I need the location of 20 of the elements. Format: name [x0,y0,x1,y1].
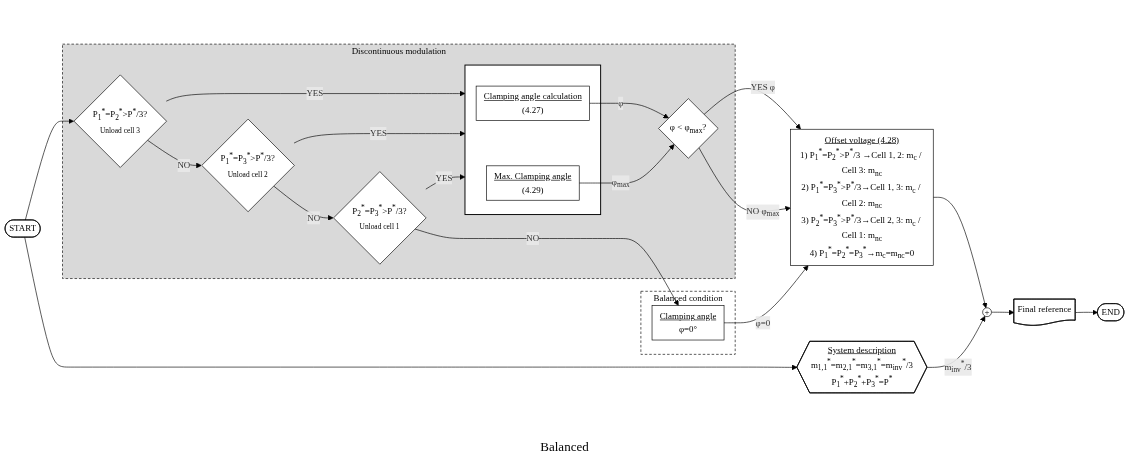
edge-label: NO [307,213,321,223]
node-circle: + [982,307,992,317]
node-box: Clamping angle φ=0° [651,305,725,341]
edge-label: YES [370,128,387,139]
edge-label: φ [618,98,624,109]
edge-label: YES [306,88,324,99]
edge-label: φ$_{max}$ [611,177,630,190]
node-box: Max. Clamping angle (4.29) [486,165,580,201]
edge-label: YES φ [750,82,775,92]
edge-label: NO φ$_{max}$ [746,206,780,219]
edge-label: NO [526,233,540,244]
node-diamond: φ < φ$_{max}$? [658,98,719,159]
edge-label: φ=0 [755,318,771,328]
note-label: Balanced [540,439,589,455]
node-box: Clamping angle calculation (4.27) [475,85,590,121]
edge-label: NO [177,160,191,171]
edge-label: YES [435,173,453,183]
edge-label: m$_{inv}$$^{*}$/3 [944,359,972,375]
node-box: Offset voltage (4.28) 1) P$_{1}$$^{*}$=P$_{2}$$^{*}$>P$^{*}$/3 →Cell 1, 2: m$_{c}$ / Cell 3: m$_{nc}$ 2) P$_{1}$$^{*}$=P$_{3}$$^{*}$>P$^{*}$/3→Cell 1, 3: m$_{c}$ / Cell 2: m$_{nc}$ 3) P$_{2}$$^{*}$=P$_{3}$$^{*}$>P$^{*}$/3→Cell 2, 3: m$_{c}$ / Cell 1: m$_{nc}$ 4) P$_{1}$$^{*}$=P$_{2}$$^{*}$=P$_{3}$$^{*}$→m$_{c}$=m$_{nc}$=0 [790,128,934,266]
cluster [464,64,602,216]
